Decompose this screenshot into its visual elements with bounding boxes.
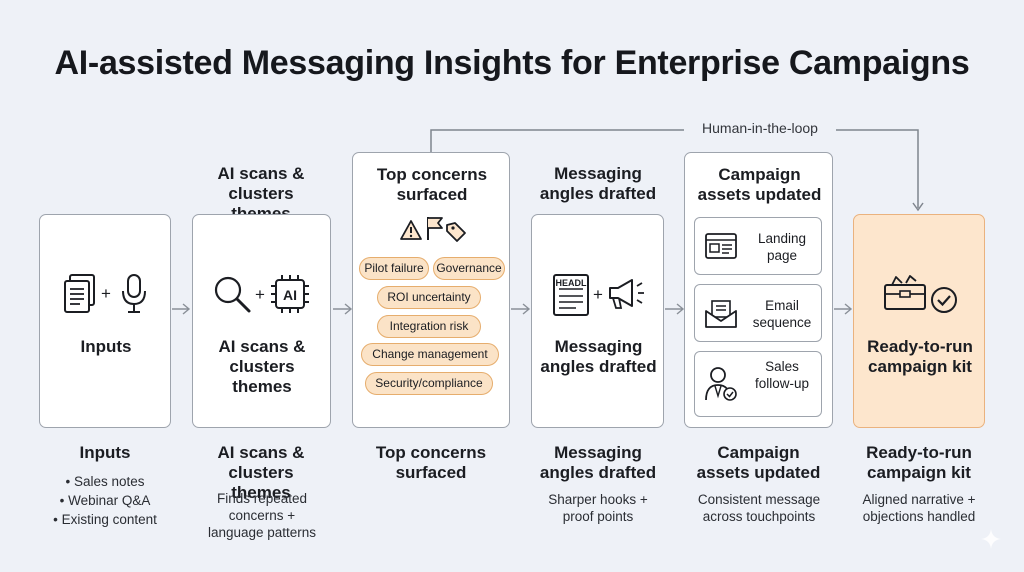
plus-sign: + [255, 285, 265, 304]
inputs-caption: Inputs [79, 443, 131, 462]
top-concerns-caption: Top concerns surfaced [375, 443, 487, 482]
concern-pill-security-compliance: Security/compliance [365, 372, 493, 395]
messaging-angles-caption: Messaging angles drafted [539, 443, 657, 482]
inputs-card-label: Inputs [80, 337, 132, 356]
ai-scans-card-label: AI scans & clusters themes [218, 337, 306, 396]
concern-pill-change-management: Change management [361, 343, 499, 366]
envelope-icon [705, 300, 737, 328]
sparkle-watermark-icon [981, 529, 1001, 549]
campaign-kit-description: Aligned narrative + objections handled [862, 492, 976, 524]
headline-doc-text: HEADL [555, 278, 587, 288]
headline-doc-icon [553, 274, 589, 316]
campaign-assets-header: Campaign assets updated [697, 165, 822, 204]
plus-sign: + [593, 285, 603, 304]
browser-icon [705, 233, 737, 259]
documents-icon [64, 274, 95, 313]
top-concerns-header: Top concerns surfaced [376, 165, 488, 204]
asset-email-sequence: Email sequence [694, 284, 822, 342]
concern-pill-integration-risk: Integration risk [377, 315, 481, 338]
campaign-assets-card: Campaign assets updated Landing page Ema… [684, 152, 833, 428]
ai-chip-icon [271, 275, 309, 313]
bullet-sales-notes: • Sales notes [65, 474, 145, 489]
messaging-angles-description: Sharper hooks + proof points [548, 492, 648, 524]
flow-arrows [172, 303, 853, 315]
ai-scans-caption: AI scans & clusters themes [217, 443, 305, 502]
toolbox-icon [884, 275, 926, 310]
campaign-assets-description: Consistent message across touchpoints [697, 492, 821, 524]
magnifier-icon [214, 276, 251, 313]
salesperson-icon [705, 367, 737, 401]
microphone-icon [122, 274, 146, 313]
megaphone-icon [609, 279, 644, 309]
flag-icon [427, 217, 443, 240]
warning-icon [400, 220, 422, 240]
campaign-kit-card-label: Ready-to-run campaign kit [867, 337, 973, 376]
concern-pill-governance: Governance [433, 257, 505, 280]
inputs-card: + Inputs [39, 214, 171, 428]
ai-chip-text: AI [283, 287, 297, 303]
asset-sales-follow-up-label: Sales follow-up [754, 359, 810, 391]
asset-landing-page: Landing page [694, 217, 822, 275]
human-in-the-loop-label: Human-in-the-loop [684, 120, 836, 136]
messaging-angles-header: Messaging angles drafted [539, 164, 657, 203]
bullet-webinar-qa: • Webinar Q&A [59, 493, 151, 508]
campaign-assets-caption: Campaign assets updated [696, 443, 821, 482]
concern-pill-pilot-failure: Pilot failure [359, 257, 429, 280]
bullet-existing-content: • Existing content [53, 512, 157, 527]
campaign-kit-card: Ready-to-run campaign kit [853, 214, 985, 428]
messaging-angles-card-label: Messaging angles drafted [540, 337, 657, 376]
ai-scans-description: Finds repeated concerns + language patte… [207, 491, 317, 540]
concern-pill-roi-uncertainty: ROI uncertainty [377, 286, 481, 309]
plus-sign: + [101, 284, 111, 303]
ai-scans-card: + AI AI scans & clusters themes [192, 214, 331, 428]
asset-email-sequence-label: Email sequence [752, 298, 812, 330]
check-circle-icon [931, 287, 957, 313]
messaging-angles-card: HEADL + Messaging angles drafted [531, 214, 664, 428]
page-title: AI-assisted Messaging Insights for Enter… [54, 44, 970, 82]
tag-icon [446, 222, 466, 242]
top-concerns-card: Top concerns surfaced Pilot failure Gove… [352, 152, 510, 428]
inputs-bullets: • Sales notes • Webinar Q&A • Existing c… [39, 472, 171, 529]
asset-sales-follow-up: Sales follow-up [694, 351, 822, 417]
asset-landing-page-label: Landing page [757, 231, 807, 263]
campaign-kit-caption: Ready-to-run campaign kit [866, 443, 972, 482]
